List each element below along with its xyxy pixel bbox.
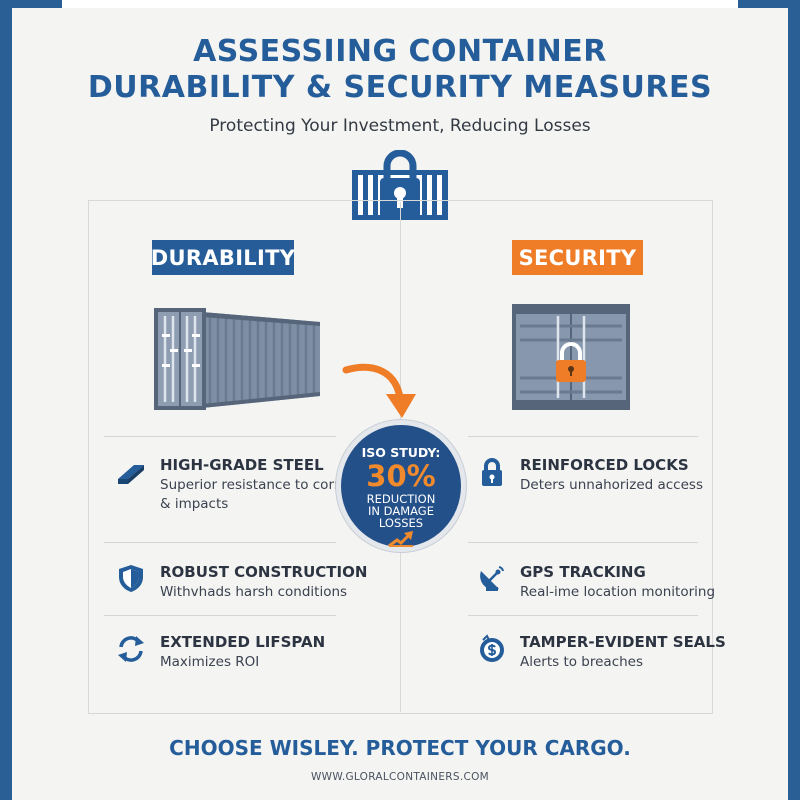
- row-separator: [468, 542, 698, 543]
- feature-title-extended-lifspan: EXTENDED LIFSPAN: [160, 633, 326, 651]
- padlock-icon: [482, 458, 502, 486]
- title-line-2: DURABILITY & SECURITY MEASURES: [87, 70, 713, 105]
- badge-text-line-1: REDUCTION: [366, 492, 436, 506]
- subtitle: Protecting Your Investment, Reducing Los…: [209, 116, 591, 136]
- iso-study-badge: ISO STUDY: 30% REDUCTION IN DAMAGE LOSSE…: [336, 420, 466, 552]
- shield-icon: [119, 565, 143, 592]
- refresh-icon: [118, 636, 144, 662]
- steel-beam-icon: [118, 465, 144, 484]
- satellite-dish-icon: [480, 566, 504, 591]
- comparison-panel: [88, 200, 713, 714]
- badge-text-line-3: LOSSES: [378, 516, 424, 530]
- feature-title-high-grade-steel: HIGH-GRADE STEEL: [160, 456, 324, 474]
- feature-title-reinforced-locks: REINFORCED LOCKS: [520, 456, 689, 474]
- badge-label: ISO STUDY:: [361, 445, 441, 460]
- security-heading: SECURITY: [512, 240, 643, 275]
- locked-container-icon: [512, 304, 630, 410]
- footer-website[interactable]: WWW.GLORALCONTAINERS.COM: [310, 771, 490, 783]
- feature-desc-high-grade-steel-line-1: Superior resistance to corrosion: [160, 477, 375, 493]
- feature-title-tamper-evident-seals: TAMPER-EVIDENT SEALS: [520, 633, 726, 651]
- feature-desc-extended-lifspan: Maximizes ROI: [160, 654, 260, 670]
- feature-desc-reinforced-locks: Deters unnahorized access: [520, 477, 703, 493]
- row-separator: [104, 436, 336, 437]
- footer-tagline: CHOOSE WISLEY. PROTECT YOUR CARGO.: [169, 736, 631, 760]
- durability-heading: DURABILITY: [151, 240, 295, 275]
- row-separator: [468, 436, 698, 437]
- feature-desc-robust-construction: Withvhads harsh conditions: [160, 584, 348, 600]
- feature-desc-tamper-evident-seals: Alerts to breaches: [520, 654, 644, 670]
- feature-title-gps-tracking: GPS TRACKING: [520, 563, 646, 581]
- badge-text-line-2: IN DAMAGE: [368, 504, 434, 518]
- curved-arrow-icon: [342, 363, 416, 418]
- row-separator: [104, 542, 336, 543]
- row-separator: [104, 615, 336, 616]
- feature-desc-high-grade-steel-line-2: & impacts: [160, 496, 229, 512]
- feature-desc-gps-tracking: Real-ime location monitoring: [520, 584, 716, 600]
- title-line-1: ASSESSIING CONTAINER: [193, 34, 607, 69]
- badge-value: 30%: [366, 459, 436, 493]
- seal-dollar-icon: [480, 634, 504, 662]
- feature-title-robust-construction: ROBUST CONSTRUCTION: [160, 563, 368, 581]
- shipping-container-icon: [154, 308, 320, 410]
- trend-up-icon: [388, 531, 413, 548]
- row-separator: [468, 615, 698, 616]
- badge-text: REDUCTION IN DAMAGE LOSSES: [351, 493, 451, 529]
